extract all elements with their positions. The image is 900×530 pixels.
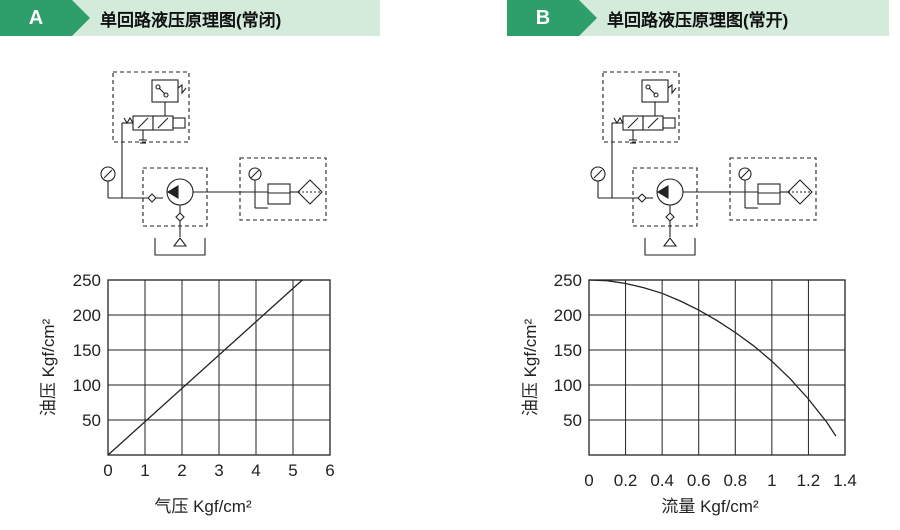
y-tick-label: 250 xyxy=(73,271,101,290)
y-tick-label: 150 xyxy=(554,341,582,360)
x-tick-label: 0.2 xyxy=(614,471,638,490)
header-notch xyxy=(579,0,597,36)
x-tick-label: 0.6 xyxy=(687,471,711,490)
y-tick-label: 150 xyxy=(73,341,101,360)
x-tick-label: 2 xyxy=(177,461,186,480)
x-tick-label: 1 xyxy=(767,471,776,490)
x-tick-label: 1.2 xyxy=(797,471,821,490)
x-tick-label: 0.4 xyxy=(650,471,674,490)
y-tick-label: 50 xyxy=(82,411,101,430)
y-tick-label: 100 xyxy=(554,376,582,395)
y-axis-label: 油压 Kgf/cm² xyxy=(521,319,540,417)
x-tick-label: 3 xyxy=(214,461,223,480)
x-tick-label: 6 xyxy=(325,461,334,480)
panel-b-title: 单回路液压原理图(常开) xyxy=(579,0,889,36)
x-tick-label: 1.4 xyxy=(833,471,857,490)
panel-a-header: A 单回路液压原理图(常闭) xyxy=(0,0,380,36)
header-notch xyxy=(72,0,90,36)
y-tick-label: 50 xyxy=(563,411,582,430)
x-tick-label: 4 xyxy=(251,461,260,480)
panel-a-badge: A xyxy=(0,0,72,36)
y-axis-label: 油压 Kgf/cm² xyxy=(39,319,58,417)
y-tick-label: 250 xyxy=(554,271,582,290)
x-axis-label: 流量 Kgf/cm² xyxy=(661,497,759,516)
series-line xyxy=(107,279,303,456)
series-line xyxy=(588,279,837,437)
x-tick-label: 1 xyxy=(140,461,149,480)
y-tick-label: 200 xyxy=(554,306,582,325)
x-tick-label: 0.8 xyxy=(723,471,747,490)
hydraulic-schematic-b xyxy=(590,71,817,256)
panel-b-header: B 单回路液压原理图(常开) xyxy=(507,0,889,36)
panel-a-title: 单回路液压原理图(常闭) xyxy=(72,0,380,36)
x-axis-label: 气压 Kgf/cm² xyxy=(154,497,252,516)
plot-frame xyxy=(588,279,846,456)
y-tick-label: 200 xyxy=(73,306,101,325)
x-tick-label: 5 xyxy=(288,461,297,480)
x-tick-label: 0 xyxy=(584,471,593,490)
panel-b-badge: B xyxy=(507,0,579,36)
y-tick-label: 100 xyxy=(73,376,101,395)
hydraulic-schematic-a xyxy=(100,71,327,256)
x-tick-label: 0 xyxy=(103,461,112,480)
